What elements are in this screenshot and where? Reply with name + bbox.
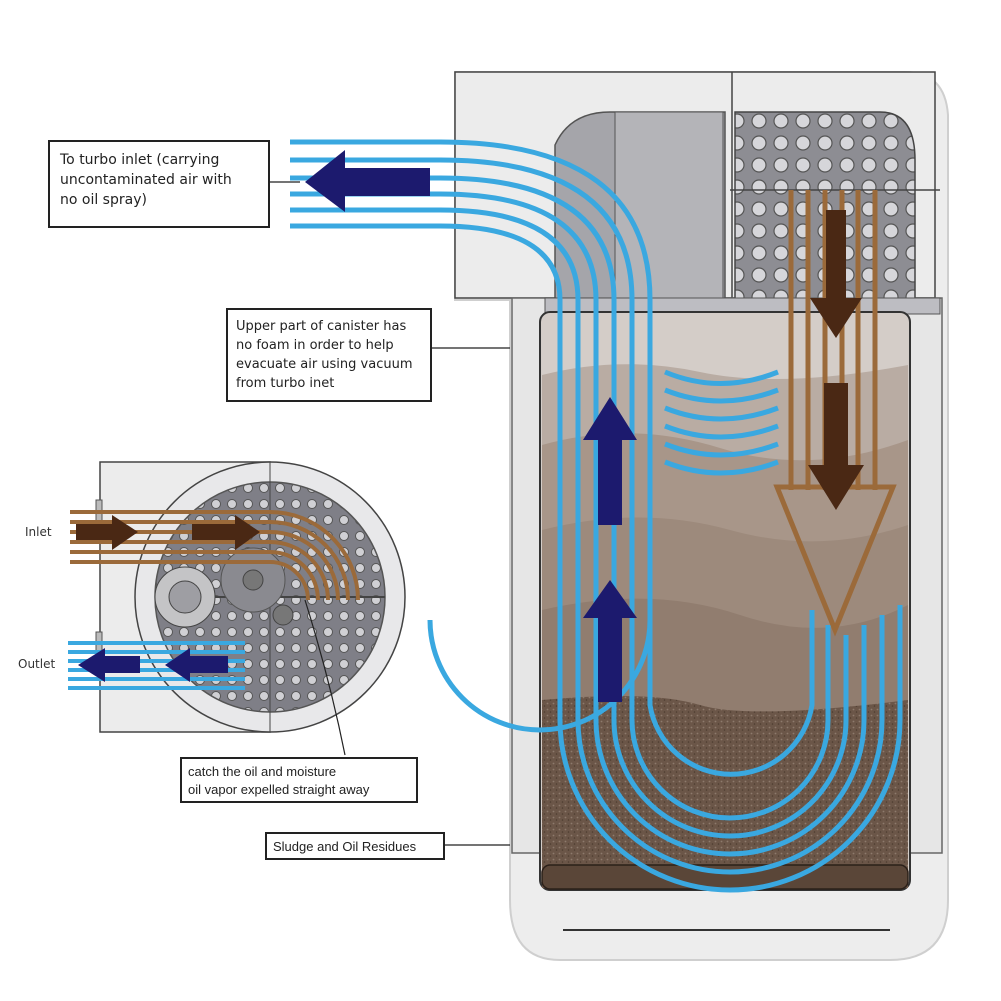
inlet-label: Inlet — [25, 525, 52, 539]
sludge-text: Sludge and Oil Residues — [273, 839, 417, 854]
outlet-label: Outlet — [18, 657, 56, 671]
inset-inlet-flow — [70, 510, 360, 601]
catch-oil-callout: catch the oil and moisture oil vapor exp… — [180, 757, 418, 803]
arrow-down-brown-icon — [810, 210, 862, 338]
sludge-callout: Sludge and Oil Residues — [265, 832, 445, 860]
clean-air-flow-lines — [290, 139, 903, 893]
upper-canister-text: Upper part of canister has no foam in or… — [236, 319, 413, 391]
upper-canister-callout: Upper part of canister has no foam in or… — [226, 308, 432, 402]
outlet-arrow-icon — [78, 648, 140, 682]
outlet-arrow-icon — [165, 648, 228, 682]
inlet-arrow-icon — [192, 515, 260, 550]
turbo-inlet-callout: To turbo inlet (carrying uncontaminated … — [48, 140, 270, 228]
arrow-down-brown-icon — [808, 383, 864, 510]
arrows — [305, 150, 864, 702]
arrow-left-turbo-icon — [305, 150, 430, 212]
arrow-up-icon — [583, 580, 637, 702]
catch-oil-text: catch the oil and moisture oil vapor exp… — [188, 764, 370, 797]
inlet-arrow-icon — [76, 515, 138, 550]
inset-arrows — [76, 515, 260, 682]
turbo-inlet-text: To turbo inlet (carrying uncontaminated … — [60, 152, 232, 208]
arrow-up-icon — [583, 397, 637, 525]
leader-lines — [270, 181, 510, 846]
